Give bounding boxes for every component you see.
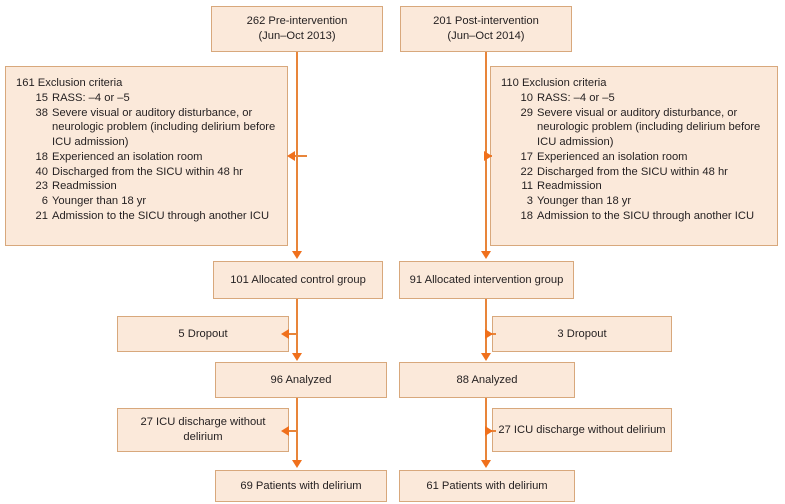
analyzed-right-label: 88 Analyzed <box>456 373 518 386</box>
enrollment-box-post-intervention: 201 Post-intervention (Jun–Oct 2014) <box>400 6 572 52</box>
exclusion-item-label: Discharged from the SICU within 48 hr <box>52 165 243 178</box>
arrow-left-spine-to-allocated <box>292 251 302 259</box>
exclusion-item-label: Admission to the SICU through another IC… <box>52 210 270 223</box>
list-item: 15 RASS: –4 or –5 <box>30 91 277 106</box>
exclusion-left-list: 15 RASS: –4 or –5 38 Severe visual or audi… <box>16 91 277 224</box>
exclusion-right-list: 10 RASS: –4 or –5 29 Severe visual or audi… <box>501 91 767 224</box>
exclusion-item-count: 15 <box>35 91 48 104</box>
enrollment-pre-line1: 262 Pre-intervention <box>246 15 348 28</box>
exclusion-item-count: 17 <box>520 150 533 163</box>
enrollment-post-line2: (Jun–Oct 2014) <box>447 30 525 42</box>
arrow-left-into-icu-discharge <box>281 426 289 436</box>
list-item: 17 Experienced an isolation room <box>515 150 767 165</box>
icu-discharge-box-left: 27 ICU discharge without delirium <box>117 408 289 452</box>
exclusion-item-label: RASS: –4 or –5 <box>52 91 130 104</box>
connector-right-spine-alloc-to-analyzed <box>485 299 487 355</box>
analyzed-box-right: 88 Analyzed <box>399 362 575 398</box>
exclusion-item-count: 38 <box>35 106 48 119</box>
exclusion-item-label: Readmission <box>52 180 117 193</box>
icu-discharge-box-right: 27 ICU discharge without delirium <box>492 408 672 452</box>
exclusion-item-count: 6 <box>41 195 48 208</box>
list-item: 23 Readmission <box>30 179 277 194</box>
exclusion-item-count: 3 <box>526 195 533 208</box>
delirium-right-label: 61 Patients with delirium <box>426 479 548 492</box>
list-item: 40 Discharged from the SICU within 48 hr <box>30 165 277 180</box>
list-item: 38 Severe visual or auditory disturbance,… <box>30 106 277 150</box>
arrow-left-spine-to-delirium <box>292 460 302 468</box>
connector-left-spine-enroll-to-alloc <box>296 52 298 253</box>
exclusion-left-title-count: 161 <box>16 77 35 89</box>
allocated-box-intervention: 91 Allocated intervention group <box>399 261 574 299</box>
delirium-left-label: 69 Patients with delirium <box>240 479 362 492</box>
arrow-right-into-exclusion <box>484 151 492 161</box>
exclusion-item-label: Experienced an isolation room <box>537 150 688 163</box>
list-item: 18 Experienced an isolation room <box>30 150 277 165</box>
enrollment-pre-line2: (Jun–Oct 2013) <box>258 30 336 42</box>
allocated-intervention-label: 91 Allocated intervention group <box>409 273 564 286</box>
exclusion-item-count: 23 <box>35 180 48 193</box>
icu-discharge-left-label: 27 ICU discharge without delirium <box>140 416 266 443</box>
connector-left-spine-alloc-to-analyzed <box>296 299 298 355</box>
exclusion-left-title: 161 Exclusion criteria <box>16 76 277 91</box>
arrow-right-into-dropout <box>485 329 493 339</box>
analyzed-left-label: 96 Analyzed <box>270 373 332 386</box>
arrow-left-into-dropout <box>281 329 289 339</box>
list-item: 10 RASS: –4 or –5 <box>515 91 767 106</box>
dropout-right-label: 3 Dropout <box>557 327 607 340</box>
exclusion-item-label: Admission to the SICU through another IC… <box>537 210 755 223</box>
connector-left-to-icu-discharge <box>288 430 298 432</box>
exclusion-item-label: RASS: –4 or –5 <box>537 91 615 104</box>
exclusion-item-count: 22 <box>520 165 533 178</box>
exclusion-item-label: Severe visual or auditory disturbance, o… <box>52 106 276 149</box>
arrow-left-spine-to-analyzed <box>292 353 302 361</box>
allocated-control-label: 101 Allocated control group <box>230 273 366 286</box>
analyzed-box-left: 96 Analyzed <box>215 362 387 398</box>
exclusion-item-count: 18 <box>35 150 48 163</box>
delirium-box-left: 69 Patients with delirium <box>215 470 387 502</box>
connector-left-to-exclusion <box>295 155 307 157</box>
exclusion-right-title: 110 Exclusion criteria <box>501 76 767 91</box>
exclusion-item-count: 29 <box>520 106 533 119</box>
exclusion-item-label: Discharged from the SICU within 48 hr <box>537 165 728 178</box>
exclusion-item-count: 21 <box>35 210 48 223</box>
exclusion-item-count: 40 <box>35 165 48 178</box>
exclusion-right-title-count: 110 <box>501 77 519 89</box>
allocated-box-control: 101 Allocated control group <box>213 261 383 299</box>
list-item: 29 Severe visual or auditory disturbance,… <box>515 106 767 150</box>
exclusion-item-count: 11 <box>521 180 533 193</box>
enrollment-post-line1: 201 Post-intervention <box>433 15 539 28</box>
arrow-left-into-exclusion <box>287 151 295 161</box>
exclusion-item-label: Severe visual or auditory disturbance, o… <box>537 106 761 149</box>
arrow-right-spine-to-analyzed <box>481 353 491 361</box>
exclusion-item-label: Experienced an isolation room <box>52 150 203 163</box>
icu-discharge-right-label: 27 ICU discharge without delirium <box>498 423 666 436</box>
exclusion-item-label: Younger than 18 yr <box>52 195 147 208</box>
dropout-left-label: 5 Dropout <box>178 327 228 340</box>
exclusion-item-count: 18 <box>520 210 533 223</box>
exclusion-box-right: 110 Exclusion criteria 10 RASS: –4 or –5 … <box>490 66 778 246</box>
connector-left-to-dropout <box>288 333 298 335</box>
exclusion-item-count: 10 <box>520 91 533 104</box>
list-item: 21 Admission to the SICU through another … <box>30 209 277 224</box>
exclusion-item-label: Readmission <box>537 180 602 193</box>
delirium-box-right: 61 Patients with delirium <box>399 470 575 502</box>
arrow-right-spine-to-allocated <box>481 251 491 259</box>
exclusion-right-title-label: Exclusion criteria <box>521 77 607 89</box>
list-item: 22 Discharged from the SICU within 48 hr <box>515 165 767 180</box>
arrow-right-spine-to-delirium <box>481 460 491 468</box>
list-item: 3 Younger than 18 yr <box>515 194 767 209</box>
exclusion-left-title-label: Exclusion criteria <box>37 77 123 89</box>
dropout-box-left: 5 Dropout <box>117 316 289 352</box>
dropout-box-right: 3 Dropout <box>492 316 672 352</box>
list-item: 6 Younger than 18 yr <box>30 194 277 209</box>
list-item: 11 Readmission <box>515 179 767 194</box>
arrow-right-into-icu-discharge <box>485 426 493 436</box>
exclusion-box-left: 161 Exclusion criteria 15 RASS: –4 or –5 … <box>5 66 288 246</box>
enrollment-box-pre-intervention: 262 Pre-intervention (Jun–Oct 2013) <box>211 6 383 52</box>
list-item: 18 Admission to the SICU through another … <box>515 209 767 224</box>
exclusion-item-label: Younger than 18 yr <box>537 195 632 208</box>
